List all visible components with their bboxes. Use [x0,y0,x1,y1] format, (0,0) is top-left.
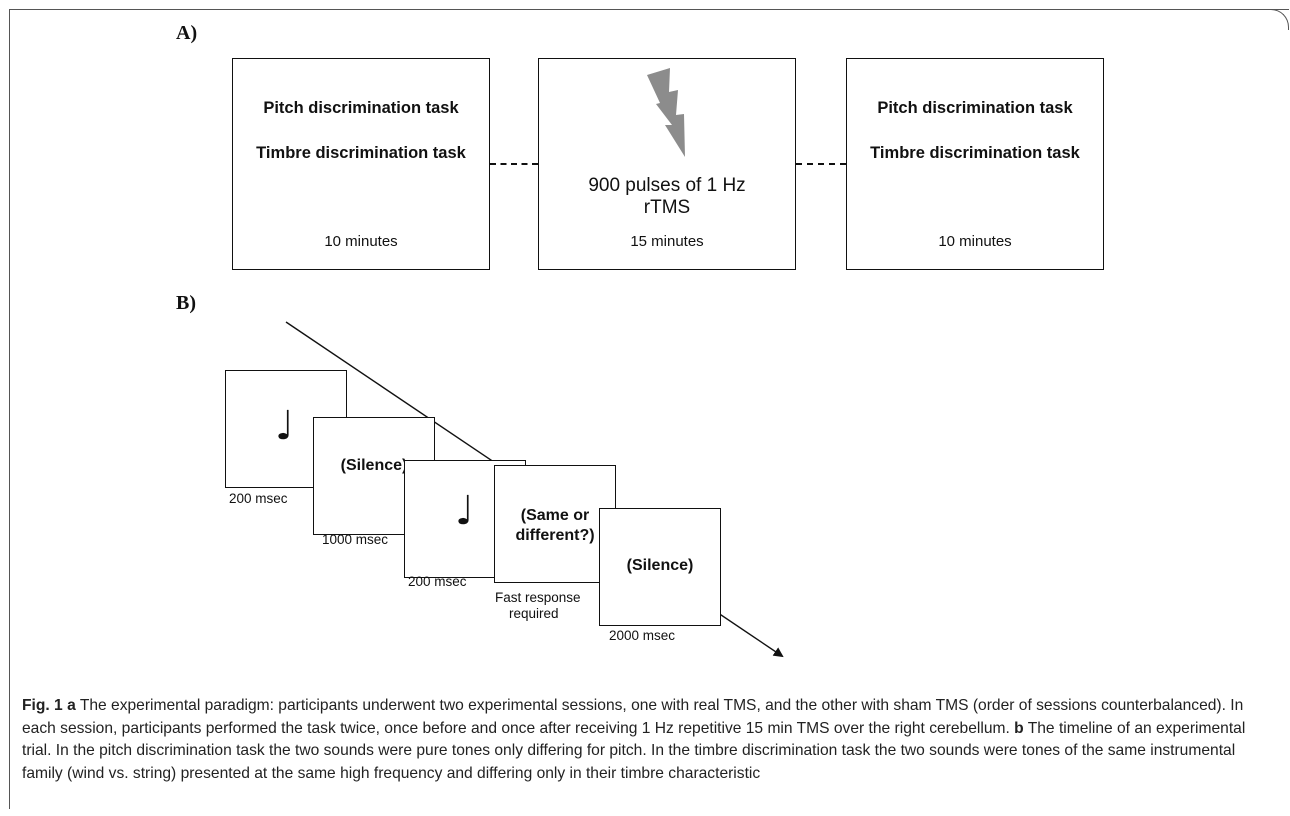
dashed-connector-left [490,163,538,165]
trial-1-duration: 200 msec [229,491,288,506]
same-or-text: (Same or [520,507,590,524]
rtms-duration-text: 15 minutes [630,233,704,250]
pre-timbre-task-text: Timbre discrimination task [256,144,466,162]
quarter-note-icon: ♩ [455,488,474,534]
different-text: different?) [515,527,595,544]
rtms-pulses-text: 900 pulses of 1 Hz [588,175,746,196]
post-timbre-task-text: Timbre discrimination task [870,144,1080,162]
rtms-box: 900 pulses of 1 Hz rTMS 15 minutes [538,58,796,270]
panel-b-label: B) [176,292,196,314]
caption-a-text: The experimental paradigm: participants … [22,697,1244,737]
trial-5-duration: 2000 msec [609,628,676,643]
dashed-connector-right [796,163,846,165]
pre-pitch-task-text: Pitch discrimination task [263,99,459,117]
figure-caption: Fig. 1 a The experimental paradigm: part… [22,695,1276,785]
post-pitch-task-text: Pitch discrimination task [877,99,1073,117]
trial-4-caption-line1: Fast response [495,590,581,605]
trial-2-duration: 1000 msec [322,532,389,547]
caption-b-text: The timeline of an experimental trial. I… [22,719,1246,782]
rtms-label-text: rTMS [643,197,691,218]
trial-frame-silence-2: (Silence) [599,508,721,626]
pre-session-box: Pitch discrimination task Timbre discrim… [232,58,490,270]
post-duration-text: 10 minutes [938,233,1012,250]
lightning-bolt-icon [647,68,685,157]
frame-left-border [9,9,10,809]
pre-duration-text: 10 minutes [324,233,398,250]
trial-3-duration: 200 msec [408,574,467,589]
trial-4-caption-line2: required [509,606,559,621]
caption-a-label: a [67,697,76,714]
trial-frame-response: (Same or different?) [494,465,616,583]
silence-text: (Silence) [340,457,408,474]
silence-text: (Silence) [626,557,694,574]
post-session-box: Pitch discrimination task Timbre discrim… [846,58,1104,270]
caption-b-label: b [1014,719,1024,737]
caption-fig-label: Fig. 1 [22,697,63,714]
panel-a-label: A) [176,22,198,44]
frame-top-border [9,9,1289,10]
quarter-note-icon: ♩ [275,403,294,449]
